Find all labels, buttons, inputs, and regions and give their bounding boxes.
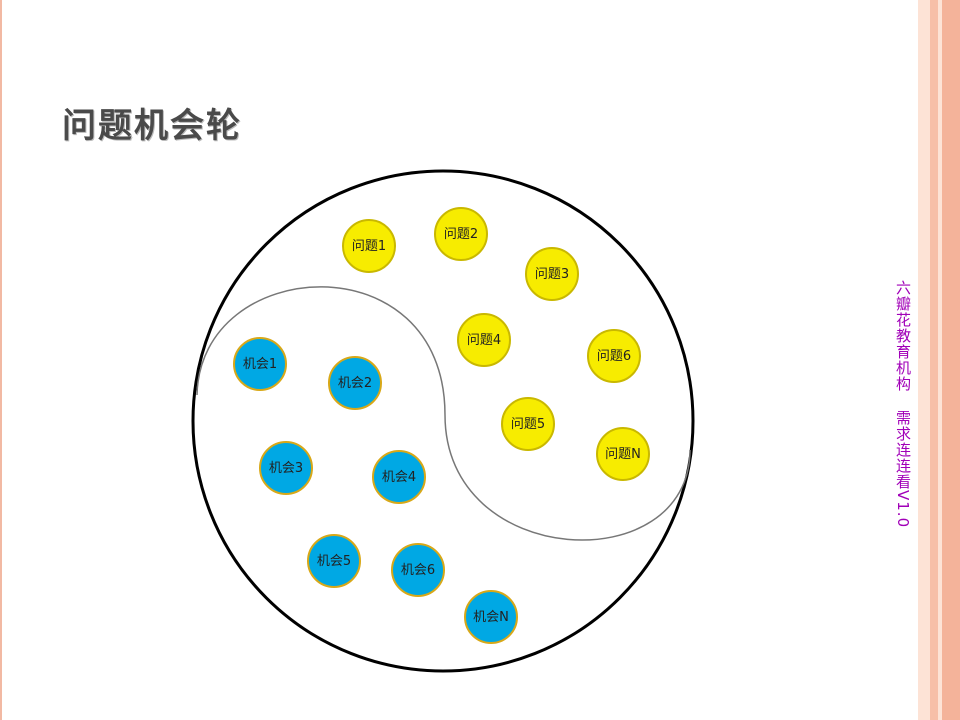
opportunity-node-circle <box>259 441 313 495</box>
problem-node: 问题5 <box>501 397 555 451</box>
problem-node: 问题4 <box>457 313 511 367</box>
problem-node: 问题N <box>596 427 650 481</box>
left-border-line <box>0 0 10 720</box>
right-border-band-light <box>918 0 930 720</box>
problem-node-circle <box>587 329 641 383</box>
opportunity-node-label: 机会N <box>473 610 509 625</box>
side-note-doc: 需求连连看V1.0 <box>894 410 912 529</box>
opportunity-node: 机会4 <box>372 450 426 504</box>
opportunity-node-label: 机会6 <box>401 563 435 578</box>
opportunity-node: 机会N <box>464 590 518 644</box>
opportunity-node-label: 机会5 <box>317 554 351 569</box>
problem-node-circle <box>596 427 650 481</box>
problem-node-label: 问题2 <box>444 227 478 242</box>
problem-node-label: 问题6 <box>597 349 631 364</box>
problem-node-label: 问题N <box>605 447 641 462</box>
problem-node: 问题2 <box>434 207 488 261</box>
problem-node-label: 问题5 <box>511 417 545 432</box>
opportunity-node: 机会2 <box>328 356 382 410</box>
problem-node-circle <box>457 313 511 367</box>
divider-curve <box>196 286 691 541</box>
problem-node-label: 问题3 <box>535 267 569 282</box>
opportunity-node-label: 机会4 <box>382 470 416 485</box>
opportunity-node-circle <box>372 450 426 504</box>
problem-node-label: 问题4 <box>467 333 501 348</box>
problem-node-circle <box>501 397 555 451</box>
side-note-org: 六瓣花教育机构 <box>894 280 912 392</box>
opportunity-node-label: 机会2 <box>338 376 372 391</box>
opportunity-node-label: 机会3 <box>269 461 303 476</box>
problem-node-circle <box>525 247 579 301</box>
opportunity-node: 机会3 <box>259 441 313 495</box>
problem-node: 问题1 <box>342 219 396 273</box>
problem-node: 问题3 <box>525 247 579 301</box>
problem-node-circle <box>342 219 396 273</box>
opportunity-node-circle <box>307 534 361 588</box>
opportunity-node-circle <box>328 356 382 410</box>
problem-node-circle <box>434 207 488 261</box>
opportunity-node-circle <box>233 337 287 391</box>
outer-wheel-circle <box>191 169 695 673</box>
right-border-band-mid <box>930 0 938 720</box>
opportunity-node-circle <box>391 543 445 597</box>
right-border-band-thin <box>938 0 942 720</box>
opportunity-node: 机会6 <box>391 543 445 597</box>
opportunity-node-label: 机会1 <box>243 357 277 372</box>
opportunity-node: 机会1 <box>233 337 287 391</box>
problem-node-label: 问题1 <box>352 239 386 254</box>
opportunity-node: 机会5 <box>307 534 361 588</box>
right-border-band-dark <box>942 0 960 720</box>
page-title: 问题机会轮 <box>62 106 242 146</box>
problem-node: 问题6 <box>587 329 641 383</box>
side-note: 六瓣花教育机构需求连连看V1.0 <box>889 280 917 540</box>
opportunity-node-circle <box>464 590 518 644</box>
